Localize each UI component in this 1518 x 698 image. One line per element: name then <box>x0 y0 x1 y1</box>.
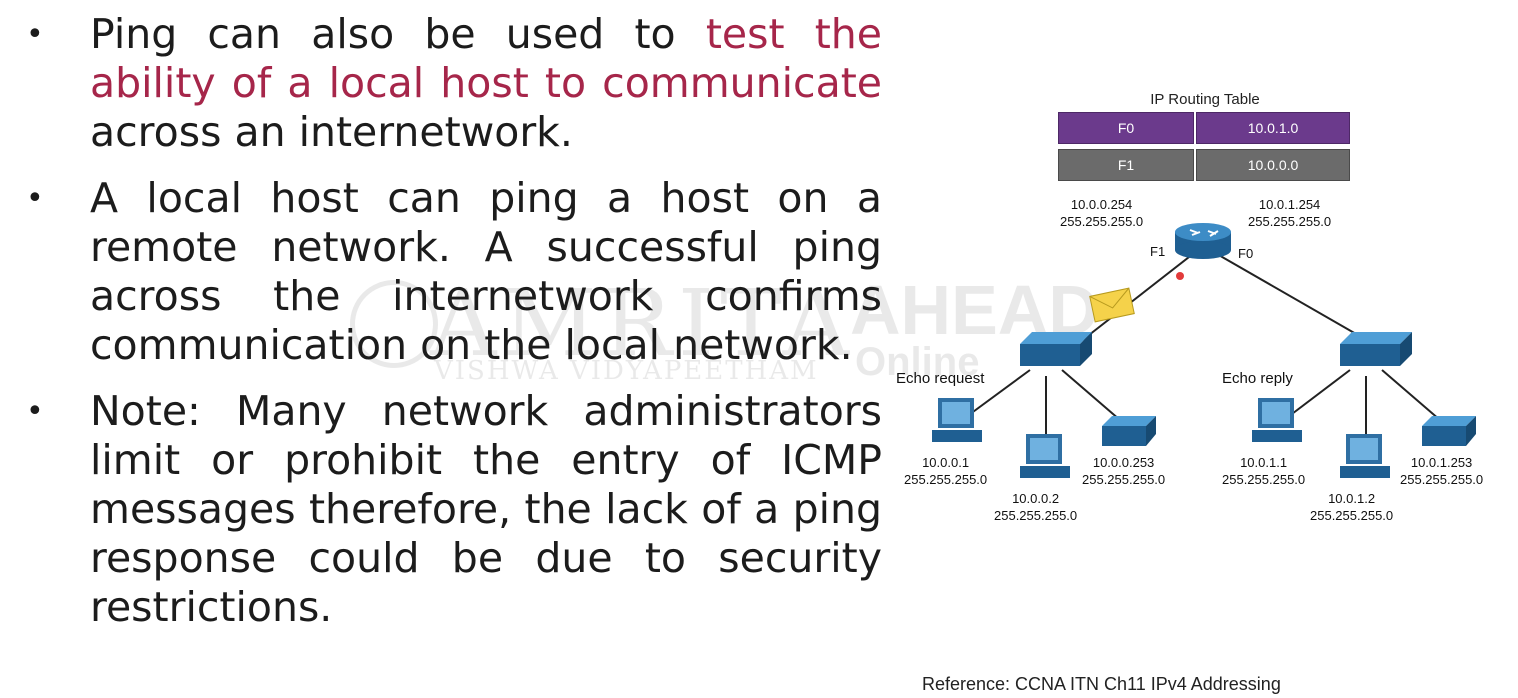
host-label: 10.0.0.253 255.255.255.0 <box>1082 454 1165 488</box>
bullet-2: • A local host can ping a host on a remo… <box>22 174 882 370</box>
link-switch-right-printer <box>1381 369 1441 421</box>
bullet-dot-icon: • <box>26 181 44 216</box>
host-label: 10.0.0.1 255.255.255.0 <box>904 454 987 488</box>
host-mask: 255.255.255.0 <box>1222 472 1306 487</box>
link-switch-left-printer <box>1061 369 1121 421</box>
bullet-1-text-a: Ping can also be used to <box>90 10 706 58</box>
bullet-2-text: A local host can ping a host on a remote… <box>90 174 882 369</box>
router-right-interface: F0 <box>1238 246 1254 261</box>
host-ip: 10.0.1.253 <box>1410 455 1473 470</box>
host-ip: 10.0.0.2 <box>1012 491 1060 506</box>
bullet-1-text-b: across an internetwork. <box>90 108 573 156</box>
switch-right-icon <box>1340 332 1412 366</box>
pc-icon <box>932 398 982 442</box>
link-switch-right-pc1 <box>1283 369 1351 421</box>
bullet-1: • Ping can also be used to test the abil… <box>22 10 882 157</box>
router-left-mask: 255.255.255.0 <box>1060 214 1144 229</box>
link-router-switch-right <box>1209 249 1371 343</box>
router-right-mask: 255.255.255.0 <box>1248 214 1332 229</box>
host-label: 10.0.1.253 255.255.255.0 <box>1400 454 1483 488</box>
bullet-1-highlight: test the ability of a local host to comm… <box>90 10 882 107</box>
pc-icon <box>1340 434 1390 478</box>
host-mask: 255.255.255.0 <box>1400 472 1484 487</box>
envelope-icon <box>1089 287 1135 323</box>
echo-reply-label: Echo reply <box>1222 370 1293 387</box>
host-mask: 255.255.255.0 <box>904 472 988 487</box>
router-left-interface: F1 <box>1150 244 1166 259</box>
switch-left-icon <box>1020 332 1092 366</box>
routing-table-title: IP Routing Table <box>1150 91 1260 108</box>
printer-icon <box>1422 416 1476 446</box>
bullet-dot-icon: • <box>26 394 44 429</box>
host-label: 10.0.1.1 255.255.255.0 <box>1222 454 1305 488</box>
host-ip: 10.0.1.1 <box>1240 455 1288 470</box>
bullet-dot-icon: • <box>26 17 44 52</box>
cursor-dot <box>1176 272 1184 280</box>
pc-icon <box>1252 398 1302 442</box>
router-right-address: 10.0.1.254 255.255.255.0 <box>1248 196 1331 230</box>
router-right-ip: 10.0.1.254 <box>1258 197 1321 212</box>
host-label: 10.0.0.2 255.255.255.0 <box>994 490 1077 524</box>
pc-icon <box>1020 434 1070 478</box>
host-ip: 10.0.0.1 <box>922 455 970 470</box>
bullet-3-text: Note: Many network administrators limit … <box>90 387 882 631</box>
routing-row-f0-interface: F0 <box>1058 112 1194 144</box>
link-router-switch-left <box>1079 249 1199 343</box>
printer-icon <box>1102 416 1156 446</box>
routing-row-f1-network: 10.0.0.0 <box>1196 149 1350 181</box>
routing-row-f0-network: 10.0.1.0 <box>1196 112 1350 144</box>
host-mask: 255.255.255.0 <box>1310 508 1394 523</box>
host-mask: 255.255.255.0 <box>1082 472 1166 487</box>
echo-request-label: Echo request <box>896 370 985 387</box>
reference-caption: Reference: CCNA ITN Ch11 IPv4 Addressing <box>922 674 1281 694</box>
diagram-links <box>932 223 1476 478</box>
network-diagram: IP Routing Table F0 10.0.1.0 F1 10.0.0.0… <box>880 80 1510 540</box>
host-ip: 10.0.0.253 <box>1092 455 1155 470</box>
host-ip: 10.0.1.2 <box>1328 491 1376 506</box>
router-icon <box>1175 223 1231 259</box>
router-left-address: 10.0.0.254 255.255.255.0 <box>1060 196 1143 230</box>
routing-row-f1: F1 10.0.0.0 <box>1058 149 1350 181</box>
bullet-3: • Note: Many network administrators limi… <box>22 387 882 632</box>
router-left-ip: 10.0.0.254 <box>1070 197 1133 212</box>
host-label: 10.0.1.2 255.255.255.0 <box>1310 490 1393 524</box>
bullet-list: • Ping can also be used to test the abil… <box>22 10 882 649</box>
routing-row-f0: F0 10.0.1.0 <box>1058 112 1350 144</box>
routing-row-f1-interface: F1 <box>1058 149 1194 181</box>
host-mask: 255.255.255.0 <box>994 508 1078 523</box>
